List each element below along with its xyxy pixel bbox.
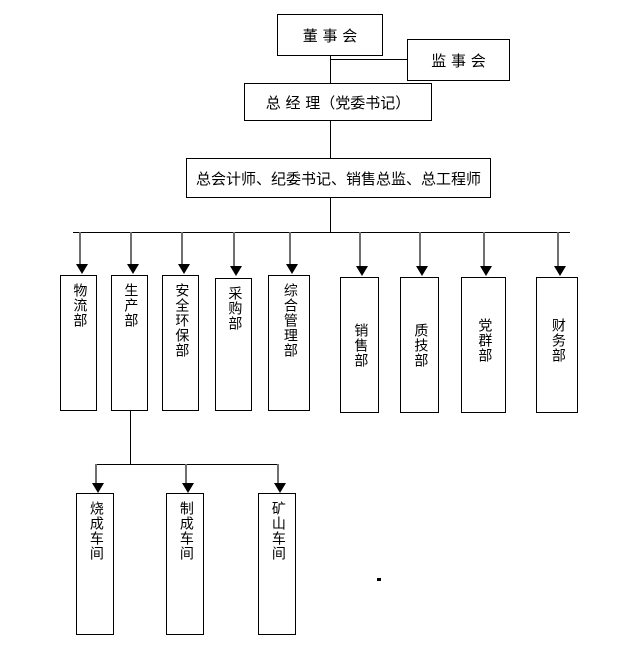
- arrow-to-workshop-1: [92, 464, 104, 493]
- node-board-of-supervisors[interactable]: 监 事 会: [407, 39, 510, 81]
- node-department-safety-environment[interactable]: 安全环保部: [162, 275, 199, 411]
- node-department-quality-technology-label: 质技部: [412, 323, 429, 368]
- arrow-to-workshop-3: [274, 464, 286, 493]
- arrow-to-department-6: [356, 232, 368, 276]
- node-department-sales-label: 销售部: [352, 323, 369, 368]
- arrow-to-department-7: [416, 232, 428, 276]
- node-board-of-supervisors-label: 监 事 会: [431, 51, 486, 70]
- arrow-to-department-8: [480, 232, 492, 276]
- arrow-to-department-4: [230, 232, 242, 276]
- node-workshop-manufacturing[interactable]: 制成车间: [166, 493, 204, 635]
- node-workshop-firing-label: 烧成车间: [87, 501, 104, 561]
- node-department-party-mass-work-label: 党群部: [476, 318, 493, 363]
- node-department-quality-technology[interactable]: 质技部: [400, 277, 439, 413]
- node-executive-team-label: 总会计师、纪委书记、销售总监、总工程师: [195, 169, 481, 188]
- node-department-safety-environment-label: 安全环保部: [173, 283, 190, 358]
- stray-mark: [377, 578, 381, 581]
- connector-exec-down: [330, 198, 331, 233]
- node-department-purchasing[interactable]: 采购部: [215, 278, 252, 411]
- node-department-production-label: 生产部: [122, 283, 139, 328]
- connector-production-down: [130, 411, 131, 465]
- arrow-to-department-5: [286, 232, 298, 274]
- node-department-general-management-label: 综合管理部: [281, 283, 298, 358]
- node-department-finance-label: 财务部: [549, 318, 566, 363]
- node-board-of-directors[interactable]: 董 事 会: [277, 14, 383, 56]
- arrow-to-department-3: [178, 232, 190, 274]
- arrow-to-department-1: [76, 232, 88, 274]
- node-department-finance[interactable]: 财务部: [536, 277, 578, 413]
- node-general-manager-label: 总 经 理（党委书记）: [265, 93, 411, 112]
- connector-board-to-supervisors: [330, 59, 408, 60]
- arrow-to-workshop-2: [182, 464, 194, 493]
- node-department-party-mass-work[interactable]: 党群部: [461, 277, 506, 413]
- node-board-of-directors-label: 董 事 会: [302, 26, 358, 45]
- node-workshop-manufacturing-label: 制成车间: [177, 501, 194, 561]
- node-department-purchasing-label: 采购部: [226, 286, 243, 331]
- node-workshop-mine[interactable]: 矿山车间: [258, 493, 296, 635]
- node-department-sales[interactable]: 销售部: [340, 277, 379, 413]
- node-workshop-firing[interactable]: 烧成车间: [76, 493, 114, 635]
- arrow-to-department-9: [554, 232, 566, 276]
- arrow-to-department-2: [127, 232, 139, 274]
- connector-gm-down: [330, 121, 331, 158]
- node-department-logistics-label: 物流部: [71, 283, 88, 328]
- node-general-manager[interactable]: 总 经 理（党委书记）: [244, 83, 432, 121]
- connector-board-down: [330, 56, 331, 83]
- node-executive-team[interactable]: 总会计师、纪委书记、销售总监、总工程师: [186, 158, 491, 198]
- node-department-logistics[interactable]: 物流部: [60, 275, 97, 411]
- connector-department-bus: [73, 232, 570, 233]
- node-department-general-management[interactable]: 综合管理部: [268, 275, 310, 411]
- node-workshop-mine-label: 矿山车间: [269, 501, 286, 561]
- node-department-production[interactable]: 生产部: [111, 275, 148, 411]
